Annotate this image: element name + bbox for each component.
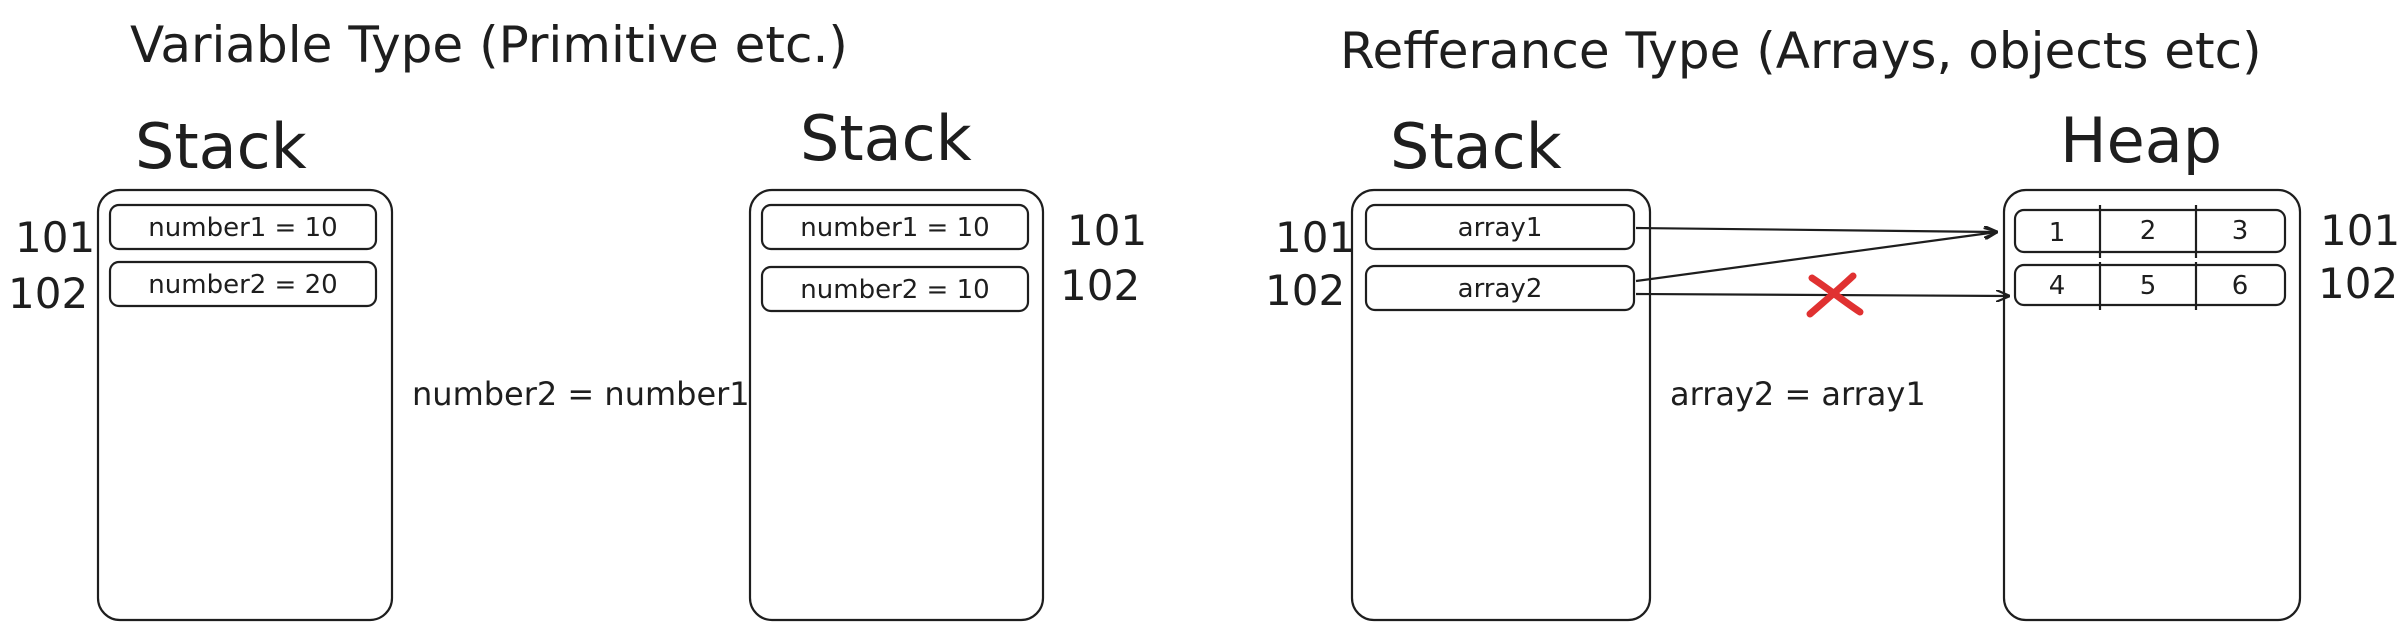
stack-slot-number1-after-text: number1 = 10 [800,213,989,243]
stack-slot-number2 [108,260,378,308]
address-102-primitive-after: 102 [1060,261,1140,310]
cross-icon [1806,272,1864,318]
reference-assignment: array2 = array1 [1670,375,1926,413]
stack-slot-number1-text: number1 = 10 [148,213,337,243]
heap [2002,188,2302,622]
heap-cell: 5 [2140,271,2157,301]
stack-slot-number2-text: number2 = 20 [148,270,337,300]
arrow-array2-to-heap-row2-old [1635,294,2009,296]
stack-slot-number1 [108,203,378,251]
address-101-primitive-after: 101 [1067,206,1147,255]
primitive-assignment: number2 = number1 [412,375,750,413]
arrow-array1-to-heap-row1 [1635,228,1997,232]
stack-label-primitive-after: Stack [800,102,972,175]
address-102-reference: 102 [1265,266,1345,315]
stack-label-primitive-before: Stack [135,110,307,183]
address-101-primitive-before: 101 [15,213,95,262]
stack-label-reference: Stack [1390,110,1562,183]
stack-primitive-after [748,188,1045,622]
heap-array-row2 [2013,263,2287,307]
stack-primitive-before [96,188,394,622]
address-102-heap: 102 [2318,259,2398,308]
heap-cell: 2 [2140,216,2157,246]
stack-slot-array1 [1364,203,1636,251]
stack-slot-array2 [1364,264,1636,312]
stack-slot-number1-after [760,203,1030,251]
heap-cell: 6 [2232,271,2249,301]
heap-cell: 4 [2049,271,2066,301]
address-101-heap: 101 [2320,206,2400,255]
heap-array-row1 [2013,208,2287,254]
heap-label: Heap [2060,104,2222,177]
title-variable-type: Variable Type (Primitive etc.) [130,16,848,74]
stack-reference [1350,188,1652,622]
heap-cell: 3 [2232,216,2249,246]
stack-slot-array2-text: array2 [1458,274,1543,304]
address-101-reference: 101 [1275,213,1355,262]
stack-slot-array1-text: array1 [1458,213,1543,243]
heap-cell: 1 [2049,218,2066,248]
stack-slot-number2-after [760,265,1030,313]
stack-slot-number2-after-text: number2 = 10 [800,275,989,305]
address-102-primitive-before: 102 [8,269,88,318]
title-reference-type: Refferance Type (Arrays, objects etc) [1340,22,2262,80]
arrow-array2-to-heap-row1 [1635,232,1997,283]
